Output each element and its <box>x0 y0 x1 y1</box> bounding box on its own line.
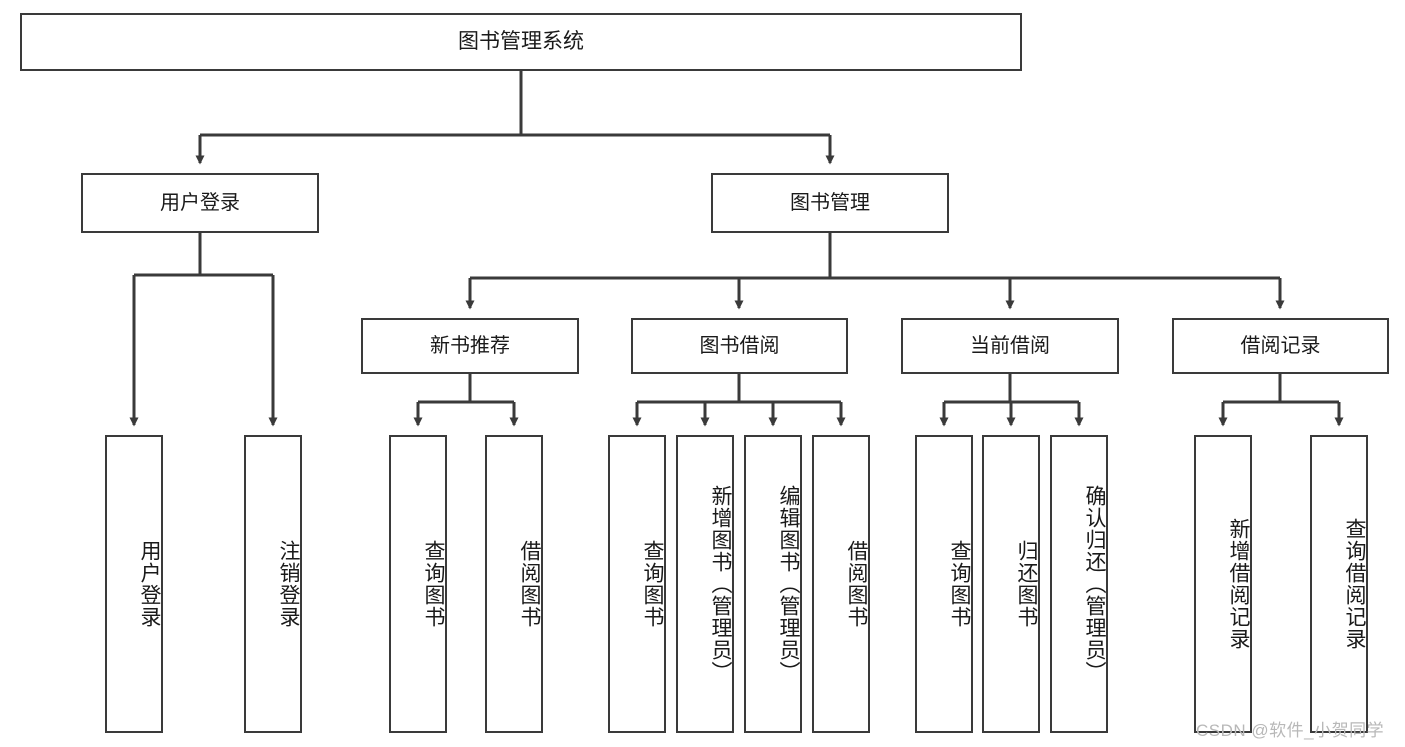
node-book-manage-label: 图书管理 <box>790 191 870 214</box>
node-leaf-query-book-1-label: 查询图书 <box>422 540 445 628</box>
node-leaf-query-book-2[interactable]: 查询图书 <box>608 435 666 733</box>
node-current-borrow[interactable]: 当前借阅 <box>901 318 1119 374</box>
node-root-label: 图书管理系统 <box>458 30 584 54</box>
node-leaf-query-record-label: 查询借阅记录 <box>1343 518 1366 650</box>
node-leaf-query-book-2-label: 查询图书 <box>641 540 664 628</box>
node-leaf-logout[interactable]: 注销登录 <box>244 435 302 733</box>
node-root[interactable]: 图书管理系统 <box>20 13 1022 71</box>
node-leaf-add-book-label: 新增图书（管理员） <box>709 485 732 683</box>
node-leaf-edit-book[interactable]: 编辑图书（管理员） <box>744 435 802 733</box>
node-leaf-query-book-1[interactable]: 查询图书 <box>389 435 447 733</box>
node-leaf-return-book-label: 归还图书 <box>1015 540 1038 628</box>
node-leaf-borrow-book-2-label: 借阅图书 <box>845 540 868 628</box>
node-leaf-return-book[interactable]: 归还图书 <box>982 435 1040 733</box>
node-book-borrow-label: 图书借阅 <box>699 334 780 357</box>
node-leaf-add-record-label: 新增借阅记录 <box>1227 518 1250 650</box>
node-leaf-add-record[interactable]: 新增借阅记录 <box>1194 435 1252 733</box>
node-borrow-record-label: 借阅记录 <box>1240 334 1321 357</box>
node-leaf-query-book-3[interactable]: 查询图书 <box>915 435 973 733</box>
node-leaf-borrow-book-2[interactable]: 借阅图书 <box>812 435 870 733</box>
node-leaf-confirm-return[interactable]: 确认归还（管理员） <box>1050 435 1108 733</box>
node-leaf-add-book[interactable]: 新增图书（管理员） <box>676 435 734 733</box>
node-leaf-user-login-label: 用户登录 <box>138 540 161 628</box>
node-current-borrow-label: 当前借阅 <box>970 334 1050 357</box>
node-leaf-edit-book-label: 编辑图书（管理员） <box>777 485 800 683</box>
csdn-watermark: CSDN @软件_小贺同学 <box>1196 721 1385 740</box>
node-user-login[interactable]: 用户登录 <box>81 173 319 233</box>
node-leaf-borrow-book-1[interactable]: 借阅图书 <box>485 435 543 733</box>
node-new-book-recommend-label: 新书推荐 <box>430 334 510 357</box>
node-book-borrow[interactable]: 图书借阅 <box>631 318 848 374</box>
node-leaf-query-book-3-label: 查询图书 <box>948 540 971 628</box>
node-leaf-query-record[interactable]: 查询借阅记录 <box>1310 435 1368 733</box>
node-user-login-label: 用户登录 <box>160 191 240 214</box>
node-borrow-record[interactable]: 借阅记录 <box>1172 318 1389 374</box>
node-new-book-recommend[interactable]: 新书推荐 <box>361 318 579 374</box>
node-leaf-borrow-book-1-label: 借阅图书 <box>518 540 541 628</box>
node-leaf-confirm-return-label: 确认归还（管理员） <box>1083 485 1106 683</box>
node-book-manage[interactable]: 图书管理 <box>711 173 949 233</box>
node-leaf-user-login[interactable]: 用户登录 <box>105 435 163 733</box>
node-leaf-logout-label: 注销登录 <box>277 540 300 628</box>
